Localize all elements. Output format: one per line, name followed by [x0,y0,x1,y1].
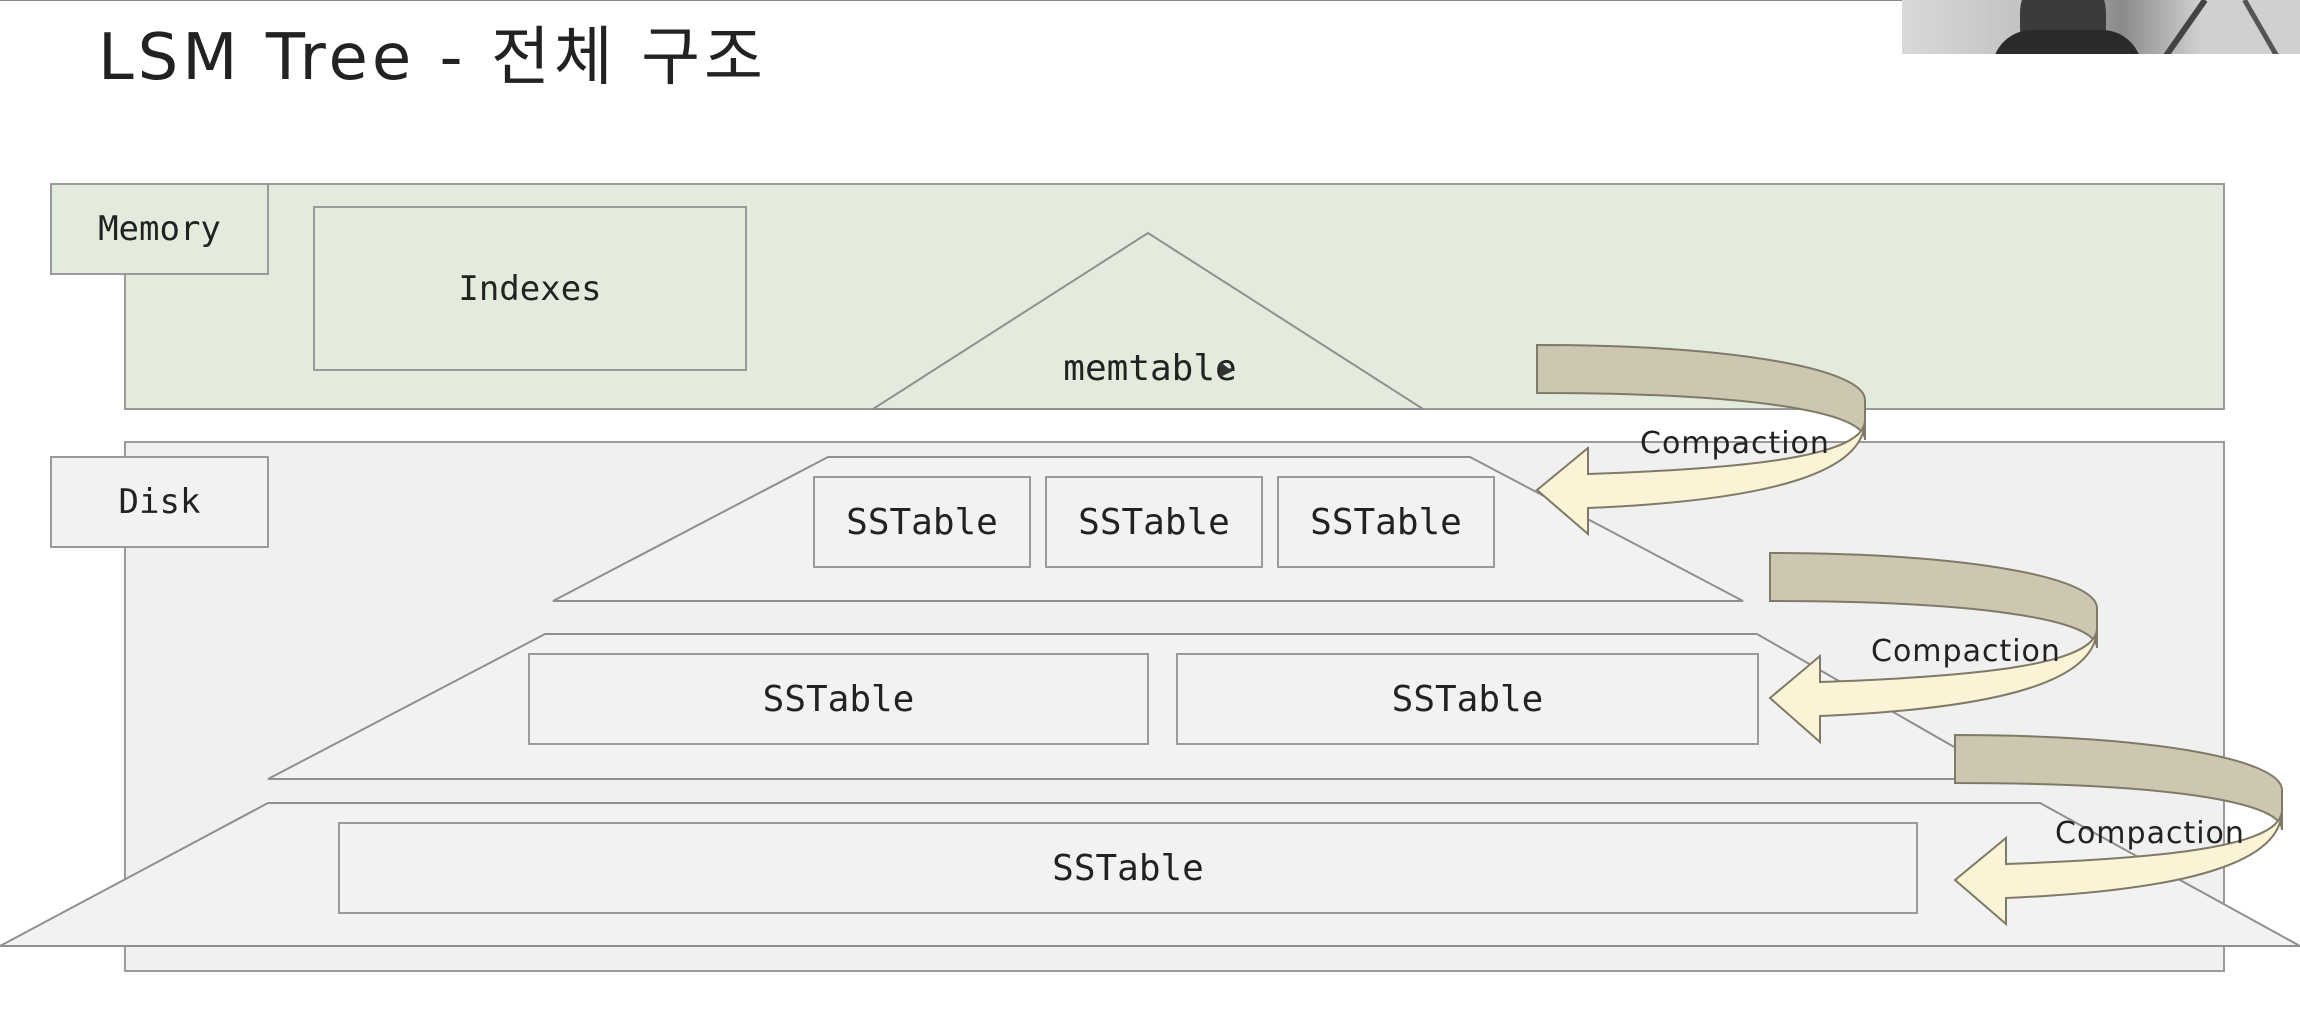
compaction-label-1: Compaction [1640,426,1830,461]
compaction-arrow-2-front [1768,627,2098,745]
top-border-line [0,0,2300,1]
compaction-arrow-1-front [1535,419,1866,537]
compaction-label-3: Compaction [2055,816,2245,851]
memtable-label: memtable [1063,347,1237,389]
level0-sstable-2: SSTable [1045,476,1263,568]
level0-sstable-3: SSTable [1277,476,1495,568]
compaction-arrow-1-back [1536,343,1866,441]
disk-label: Disk [50,456,269,548]
compaction-label-2: Compaction [1871,634,2061,669]
webcam-overlay [1902,0,2300,54]
compaction-arrow-1 [1535,343,1866,537]
indexes-box: Indexes [313,206,747,371]
memory-label: Memory [50,183,269,275]
memtable-triangle [869,231,1427,410]
level1-sstable-1: SSTable [528,653,1149,745]
level2-sstable-1: SSTable [338,822,1918,914]
presenter-shoulder [1992,30,2142,54]
compaction-arrow-2-back [1769,551,2098,649]
compaction-arrow-3-back [1954,733,2283,831]
compaction-arrow-2 [1768,551,2098,745]
level1-sstable-2: SSTable [1176,653,1759,745]
level0-sstable-1: SSTable [813,476,1031,568]
compaction-arrow-3 [1953,733,2283,927]
slide-title: LSM Tree - 전체 구조 [98,21,767,95]
compaction-arrow-3-front [1953,809,2283,927]
